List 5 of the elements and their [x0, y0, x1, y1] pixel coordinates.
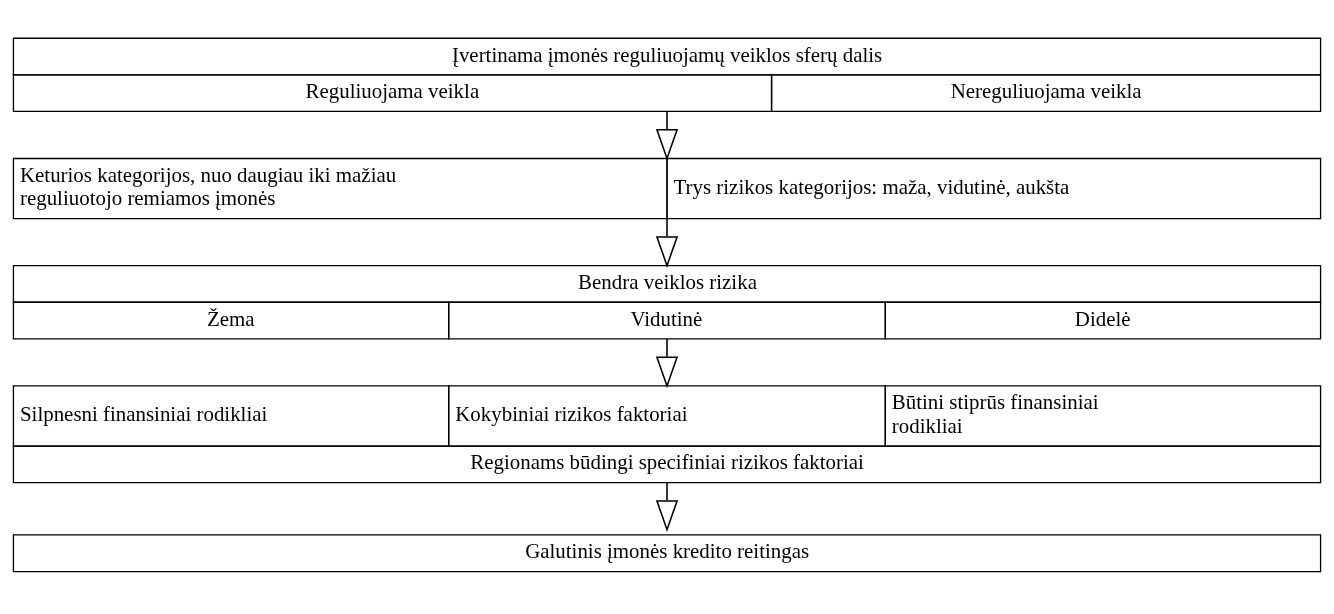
node-box: Galutinis įmonės kredito reitingas: [12, 533, 1322, 572]
arrow: [655, 481, 679, 532]
arrow: [655, 110, 679, 161]
arrow: [655, 217, 679, 268]
arrow: [655, 337, 679, 388]
